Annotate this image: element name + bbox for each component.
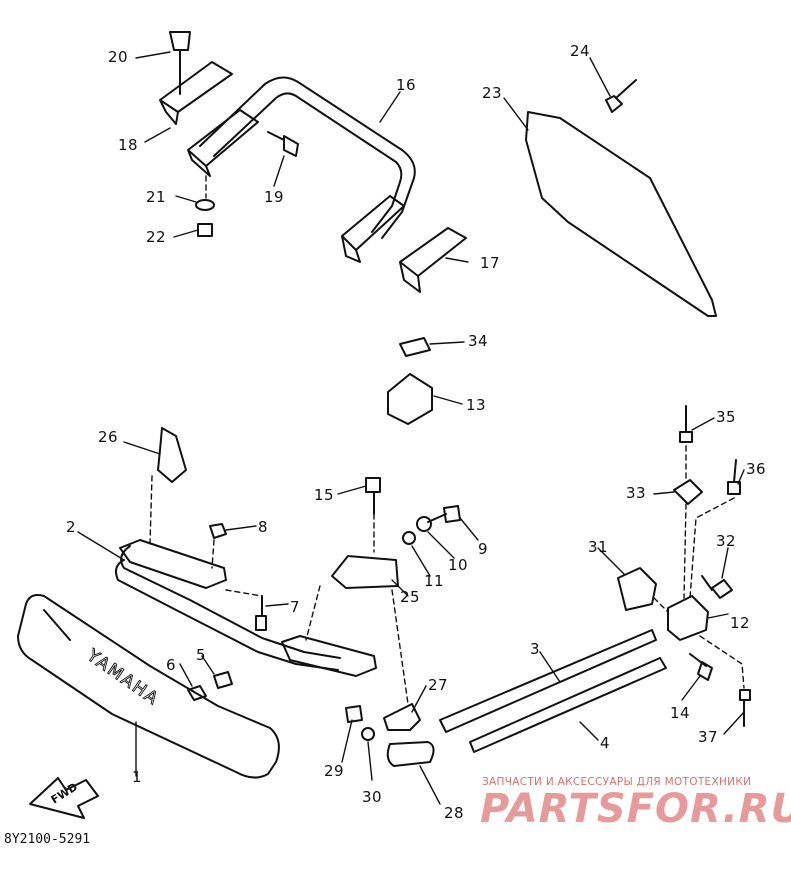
fwd-arrow [29,777,99,819]
callout-34: 34 [468,332,489,350]
dash-7 [225,589,263,597]
dash-25-bar [305,585,321,641]
part-15-bolt [365,477,381,515]
part-17-bracket [399,227,467,293]
part-2-left-bracket [119,539,227,589]
callout-28: 28 [444,804,465,822]
part-8-nut [209,523,227,539]
part-11-washer [402,531,416,545]
leader-lines [77,51,745,805]
callout-10: 10 [448,556,469,574]
callout-35: 35 [716,408,737,426]
part-16-left-clamp [187,109,259,177]
part-16-upper-bar [199,76,416,239]
callout-8: 8 [258,518,269,536]
watermark-tagline: ЗАПЧАСТИ И АКСЕССУАРЫ ДЛЯ МОТОТЕХНИКИ [482,776,752,788]
fwd-text: FWD [49,780,80,806]
callout-36: 36 [746,460,767,478]
callout-25: 25 [400,588,421,606]
part-3-strip [439,629,657,733]
dash-8 [211,539,215,569]
callout-4: 4 [600,734,611,752]
part-34-cap [399,337,431,357]
part-16-right-clamp [341,195,405,263]
part-33-clip [673,479,703,505]
callout-14: 14 [670,704,691,722]
part-32-bolt [701,575,733,599]
callout-2: 2 [66,518,77,536]
part-6-washer [187,685,207,701]
callout-24: 24 [570,42,591,60]
part-9-bolt [427,505,461,523]
callout-33: 33 [626,484,647,502]
callout-18: 18 [118,136,139,154]
part-23-plate [525,111,717,317]
part-2-right-bracket [281,635,377,677]
part-7-bolt [255,595,267,631]
callout-12: 12 [730,614,751,632]
dash-12-37 [699,635,745,689]
part-1-bumper [17,594,280,779]
callout-13: 13 [466,396,487,414]
callout-5: 5 [196,646,207,664]
callout-11: 11 [424,572,445,590]
callout-3: 3 [530,640,541,658]
part-19-bolt [267,131,299,157]
callout-23: 23 [482,84,503,102]
callout-20: 20 [108,48,129,66]
callout-30: 30 [362,788,383,806]
part-25-bracket [331,555,399,589]
callout-27: 27 [428,676,449,694]
dash-31-12 [653,597,669,613]
part-12-clip [667,595,709,641]
callout-32: 32 [716,532,737,550]
callout-1: 1 [132,768,143,786]
part-35-pin [679,405,693,443]
callout-9: 9 [478,540,489,558]
dash-36-12 [689,497,735,599]
watermark-logo: PARTSFOR.RU [480,786,791,832]
diagram-code: 8Y2100-5291 [4,832,91,847]
part-37-pin [739,689,751,727]
bumper-brand-text: YAMAHA [82,645,163,710]
part-30-washer [361,727,375,741]
callout-7: 7 [290,598,301,616]
part-31-clip [617,567,657,611]
callout-6: 6 [166,656,177,674]
dash-25-27 [391,589,409,705]
part-13-clip [387,373,433,425]
part-4-strip [469,657,667,753]
part-10-washer [416,516,432,532]
part-2-lower-bar [115,545,341,671]
part-29-nut [345,705,363,723]
callout-31: 31 [588,538,609,556]
part-21-washer [195,199,215,211]
callout-29: 29 [324,762,345,780]
dash-26-2 [149,475,153,545]
part-24-pin [605,79,637,113]
part-36-pin [727,459,741,495]
part-27-bracket [383,703,421,731]
callout-17: 17 [480,254,501,272]
part-26-bracket [157,427,187,483]
part-14-bolt [689,653,713,681]
dash-33-12 [683,503,687,599]
part-28-cap [386,741,435,767]
callout-37: 37 [698,728,719,746]
callout-15: 15 [314,486,335,504]
part-20-bolt [169,31,191,95]
part-22-nut [197,223,213,237]
part-5-bolt [213,671,233,689]
part-18-bracket [159,61,233,125]
callout-19: 19 [264,188,285,206]
callout-21: 21 [146,188,167,206]
callout-22: 22 [146,228,167,246]
callout-26: 26 [98,428,119,446]
callout-16: 16 [396,76,417,94]
